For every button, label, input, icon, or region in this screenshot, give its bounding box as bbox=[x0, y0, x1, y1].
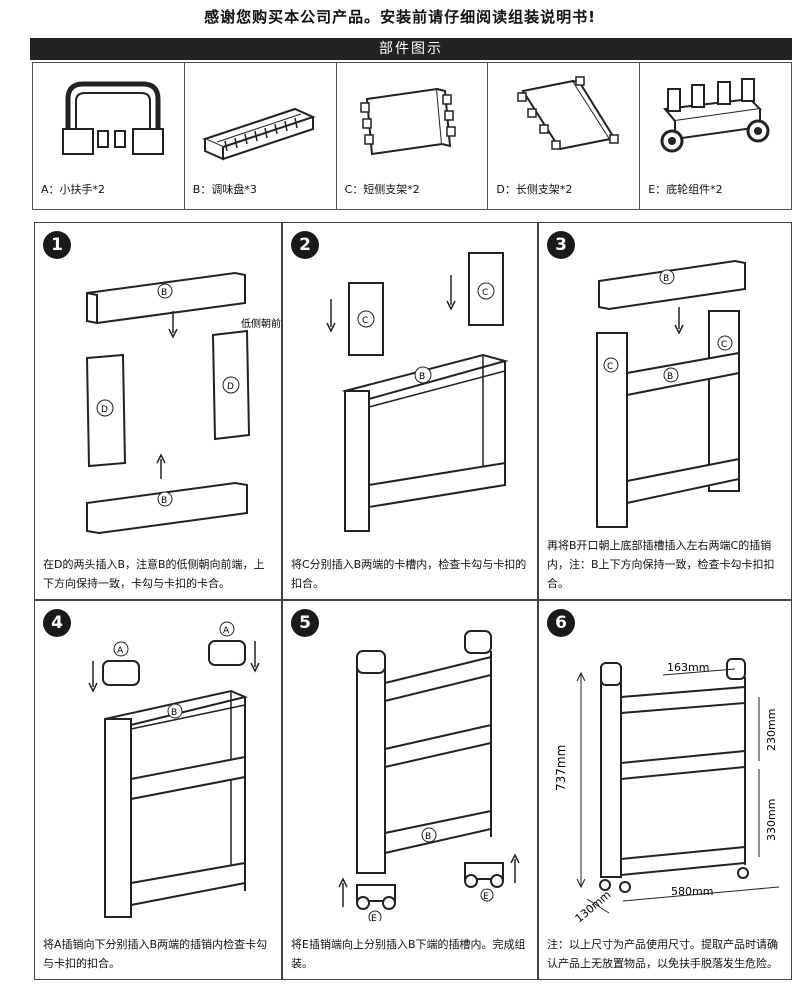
step-3-number: 3 bbox=[547, 231, 575, 259]
part-c-label: C：短侧支架*2 bbox=[344, 183, 420, 196]
part-a: A：小扶手*2 bbox=[33, 63, 185, 209]
step-5: B E E 5 将E插销端向上分别插入B下端的插槽内。完成组装。 bbox=[282, 600, 538, 980]
part-b: B：调味盘*3 bbox=[185, 63, 337, 209]
step-2: C C B 2 将C分别插入B两端的卡槽内，检查卡勾与卡扣的扣合。 bbox=[282, 222, 538, 600]
step-3-diagram: B C C B bbox=[596, 259, 746, 528]
dim-length: 580mm bbox=[671, 885, 713, 898]
step-1-text: 在D的两头插入B，注意B的低侧朝向前端，上下方向保持一致，卡勾与卡扣的卡合。 bbox=[43, 558, 265, 590]
marker-a-right: A bbox=[223, 626, 230, 636]
step-6-text: 注：以上尺寸为产品使用尺寸。提取产品时请确认产品上无放置物品，以免扶手脱落发生危… bbox=[547, 938, 778, 970]
marker-c-left: C bbox=[607, 362, 613, 372]
step-3: B C C B 3 再将B开口朝上底部插槽插入左右两端C的插销内，注：B上下方向… bbox=[538, 222, 792, 600]
parts-section-title: 部件图示 bbox=[30, 38, 792, 60]
step-4-number: 4 bbox=[43, 609, 71, 637]
step-1: B 低侧朝前 D D B 1 在D的两头插入B，注意B的低侧朝向前端，上下方向保… bbox=[34, 222, 282, 600]
step-6-number: 6 bbox=[547, 609, 575, 637]
dim-gap-top: 230mm bbox=[765, 709, 778, 751]
marker-b-top: B bbox=[663, 274, 669, 284]
dim-height: 737mm bbox=[554, 745, 568, 791]
marker-b: B bbox=[425, 832, 431, 842]
marker-c-right: C bbox=[721, 340, 727, 350]
step-5-text: 将E插销端向上分别插入B下端的插槽内。完成组装。 bbox=[291, 938, 526, 970]
part-c: C：短侧支架*2 bbox=[337, 63, 489, 209]
step-4: A A B 4 将A插销向下分别插入B两端的插销内检查卡勾与卡扣的扣合。 bbox=[34, 600, 282, 980]
marker-b-top: B bbox=[161, 288, 167, 298]
marker-d-left: D bbox=[101, 405, 108, 415]
marker-c-right: C bbox=[482, 288, 488, 298]
part-d-label: D：长侧支架*2 bbox=[496, 183, 573, 196]
marker-e-left: E bbox=[371, 914, 377, 921]
marker-b: B bbox=[419, 372, 425, 382]
marker-d-right: D bbox=[227, 382, 234, 392]
step-5-diagram: B E E bbox=[338, 630, 520, 921]
step-1-diagram: B 低侧朝前 D D B bbox=[85, 271, 281, 535]
marker-e-right: E bbox=[483, 892, 489, 902]
step-2-diagram: C C B bbox=[326, 252, 509, 532]
dim-width-top: 163mm bbox=[667, 661, 709, 674]
part-b-label: B：调味盘*3 bbox=[192, 183, 257, 196]
parts-legend: A：小扶手*2 B：调味盘*3 C：短侧支架*2 bbox=[32, 62, 792, 210]
handle-icon bbox=[62, 81, 164, 155]
step-6-diagram: 737mm 163mm 230mm 330mm 580mm 130mm bbox=[554, 658, 780, 925]
tray-icon bbox=[202, 107, 316, 161]
step-2-number: 2 bbox=[291, 231, 319, 259]
page-title: 感谢您购买本公司产品。安装前请仔细阅读组装说明书! bbox=[204, 8, 596, 26]
step-4-diagram: A A B bbox=[88, 621, 260, 918]
step-1-number: 1 bbox=[43, 231, 71, 259]
caster-icon bbox=[660, 78, 770, 153]
part-d: D：长侧支架*2 bbox=[488, 63, 641, 209]
long-bracket-icon bbox=[517, 76, 620, 151]
marker-b-mid: B bbox=[667, 372, 673, 382]
part-e-label: E：底轮组件*2 bbox=[648, 183, 723, 196]
part-e: E：底轮组件*2 bbox=[640, 63, 791, 209]
note-low-side: 低侧朝前 bbox=[241, 317, 281, 330]
step-6: 737mm 163mm 230mm 330mm 580mm 130mm 6 注：… bbox=[538, 600, 792, 980]
marker-b: B bbox=[171, 708, 177, 718]
dim-depth: 130mm bbox=[573, 888, 614, 925]
step-2-text: 将C分别插入B两端的卡槽内，检查卡勾与卡扣的扣合。 bbox=[291, 558, 527, 590]
marker-a-left: A bbox=[117, 646, 124, 656]
step-5-number: 5 bbox=[291, 609, 319, 637]
marker-b-bottom: B bbox=[161, 496, 167, 506]
part-a-label: A：小扶手*2 bbox=[41, 183, 106, 196]
short-bracket-icon bbox=[359, 87, 456, 156]
step-4-text: 将A插销向下分别插入B两端的插销内检查卡勾与卡扣的扣合。 bbox=[43, 938, 268, 970]
marker-c-left: C bbox=[362, 316, 368, 326]
dim-gap-bottom: 330mm bbox=[765, 799, 778, 841]
step-3-text: 再将B开口朝上底部插槽插入左右两端C的插销内，注：B上下方向保持一致，检查卡勾卡… bbox=[547, 539, 775, 590]
